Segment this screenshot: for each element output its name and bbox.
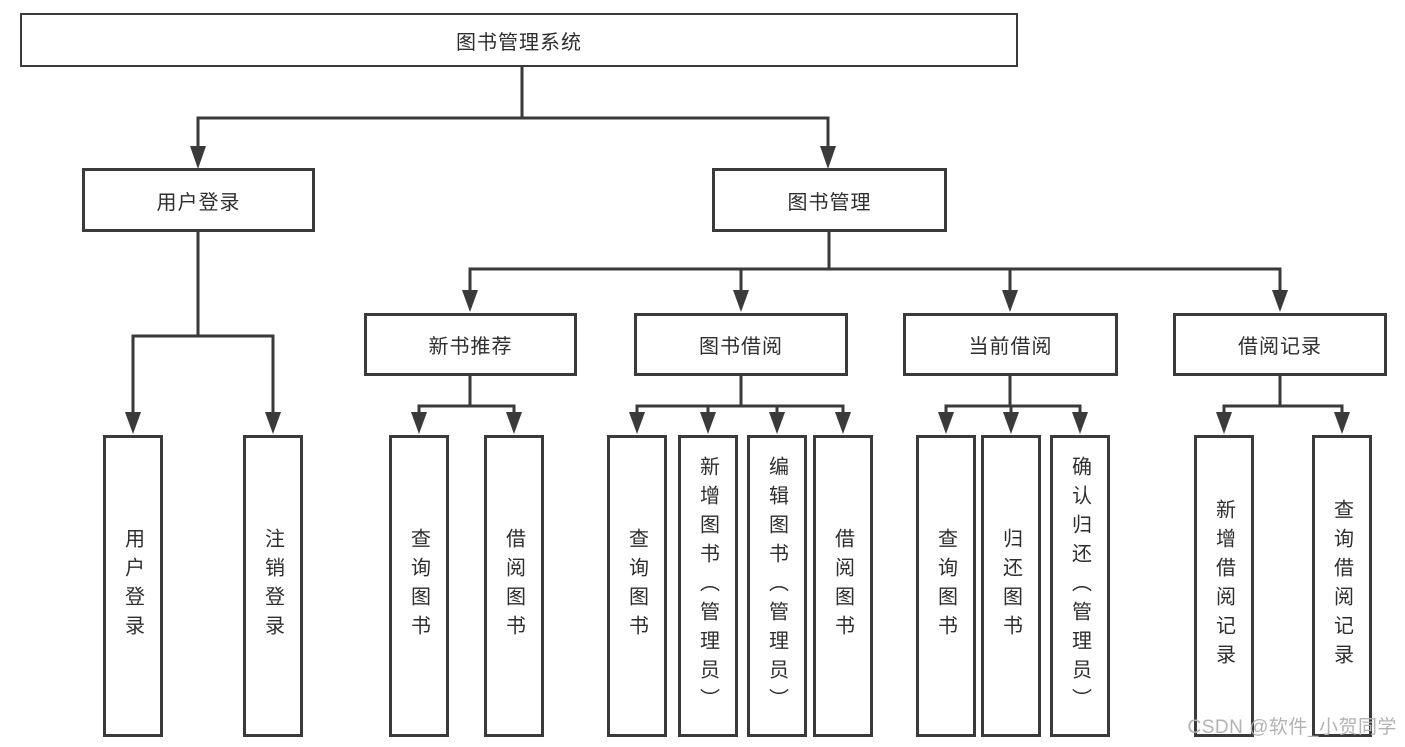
leaf-return-books: 归还图书	[981, 435, 1041, 737]
leaf-borrow-books: 借阅图书	[813, 435, 873, 737]
leaf-edit-book-admin: 编辑图书（管理员）	[747, 435, 807, 737]
leaf-add-borrow-record: 新增借阅记录	[1194, 435, 1254, 737]
leaf-query-books-current: 查询图书	[916, 435, 976, 737]
leaf-query-books-recommend-label: 查询图书	[407, 528, 430, 644]
leaf-query-borrow-record: 查询借阅记录	[1312, 435, 1372, 737]
leaf-query-books-recommend: 查询图书	[389, 435, 449, 737]
leaf-add-book-admin: 新增图书（管理员）	[678, 435, 738, 737]
node-book-borrow: 图书借阅	[634, 313, 848, 376]
leaf-logout-label: 注销登录	[261, 528, 284, 644]
node-user-login: 用户登录	[82, 168, 315, 232]
leaf-query-books-borrow: 查询图书	[607, 435, 667, 737]
leaf-user-login-label: 用户登录	[121, 528, 144, 644]
leaf-borrow-books-recommend-label: 借阅图书	[502, 528, 525, 644]
watermark: CSDN @软件_小贺同学	[1187, 717, 1397, 738]
leaf-logout: 注销登录	[243, 435, 303, 737]
leaf-return-books-label: 归还图书	[999, 528, 1022, 644]
node-new-book-recommend: 新书推荐	[364, 313, 577, 376]
node-book-management: 图书管理	[712, 168, 947, 232]
leaf-borrow-books-label: 借阅图书	[831, 528, 854, 644]
leaf-query-books-current-label: 查询图书	[934, 528, 957, 644]
leaf-add-book-admin-label: 新增图书（管理员）	[696, 455, 719, 717]
node-borrow-records: 借阅记录	[1173, 313, 1387, 376]
node-current-borrow: 当前借阅	[903, 313, 1118, 376]
leaf-borrow-books-recommend: 借阅图书	[484, 435, 544, 737]
leaf-edit-book-admin-label: 编辑图书（管理员）	[765, 455, 788, 717]
leaf-confirm-return-admin: 确认归还（管理员）	[1050, 435, 1110, 737]
leaf-confirm-return-admin-label: 确认归还（管理员）	[1068, 455, 1091, 717]
leaf-query-books-borrow-label: 查询图书	[625, 528, 648, 644]
node-root: 图书管理系统	[20, 13, 1018, 67]
leaf-add-borrow-record-label: 新增借阅记录	[1212, 499, 1235, 673]
leaf-query-borrow-record-label: 查询借阅记录	[1330, 499, 1353, 673]
leaf-user-login: 用户登录	[103, 435, 163, 737]
